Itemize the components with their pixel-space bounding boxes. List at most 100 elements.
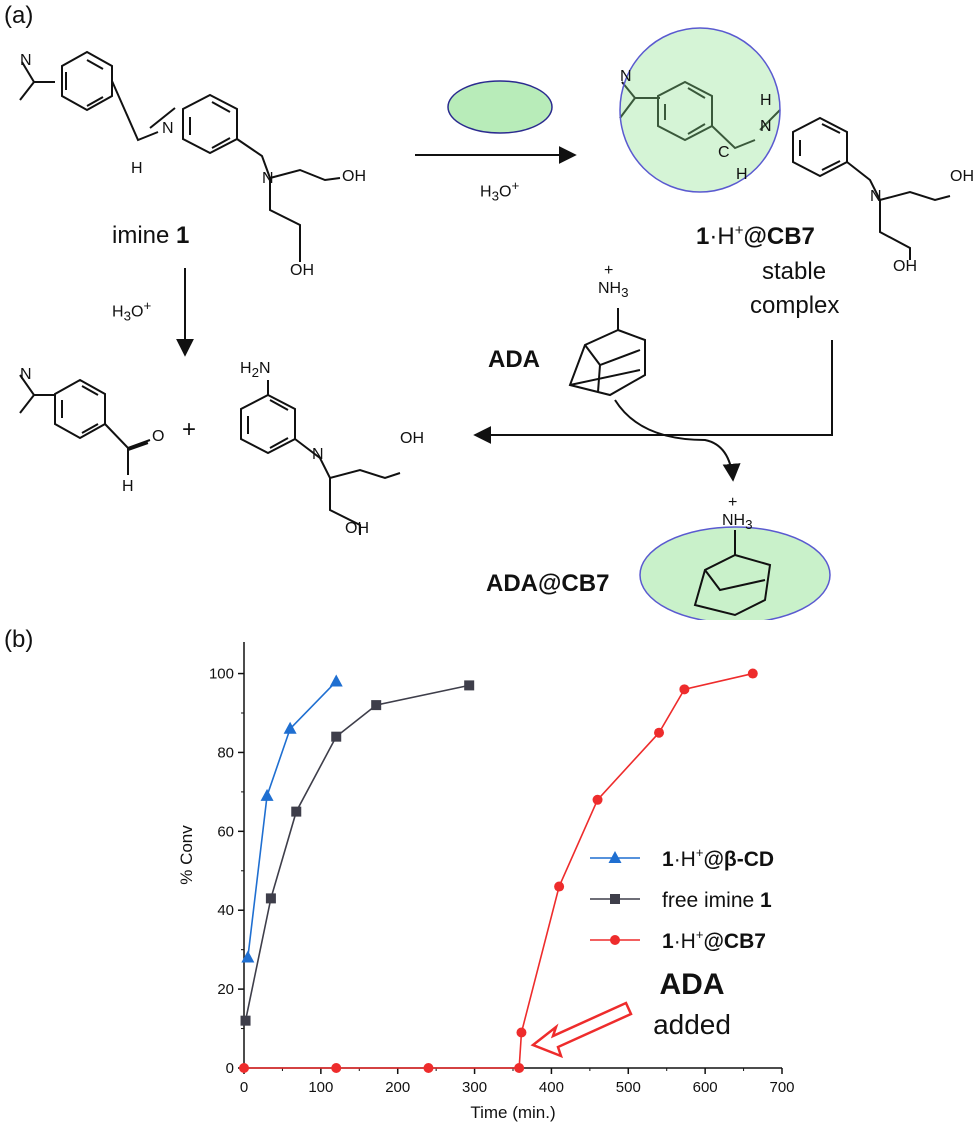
imine-h-atom: H — [131, 160, 143, 177]
data-point-2-7 — [654, 727, 665, 738]
x-tick-label: 200 — [385, 1079, 410, 1096]
legend-marker-0 — [608, 851, 622, 863]
y-tick-label: 20 — [217, 981, 234, 998]
amine-h2n: H2N — [240, 360, 271, 381]
imine-n-atom-2: N — [162, 120, 174, 137]
aldehyde-ring — [54, 378, 106, 440]
complex-label: 1·H+@CB7 — [696, 222, 815, 250]
legend-label-0: 1·H+@β-CD — [662, 845, 774, 871]
series-2 — [239, 668, 758, 1073]
imine-oh-1: OH — [342, 168, 366, 185]
data-point-0-0 — [241, 950, 255, 963]
data-point-2-5 — [554, 881, 565, 892]
complex-oh-2: OH — [893, 258, 917, 275]
data-point-2-0 — [239, 1063, 249, 1073]
reaction-scheme — [19, 27, 951, 620]
imine-n-atom-3: N — [262, 170, 274, 187]
data-point-1-4 — [371, 700, 382, 711]
y-axis-title: % Conv — [177, 825, 196, 885]
complex-ring-2 — [792, 116, 848, 178]
y-tick-label: 100 — [209, 666, 234, 683]
y-tick-label: 60 — [217, 823, 234, 840]
data-point-2-6 — [592, 794, 603, 805]
y-tick-label: 0 — [226, 1060, 234, 1077]
imine-ring-2 — [182, 93, 238, 155]
data-point-0-1 — [260, 788, 274, 801]
data-point-1-0 — [240, 1015, 251, 1026]
ada-plus: + — [604, 262, 614, 279]
data-point-1-3 — [331, 731, 342, 742]
imine-ring-1 — [61, 50, 113, 112]
y-tick-label: 80 — [217, 744, 234, 761]
x-tick-label: 400 — [539, 1079, 564, 1096]
data-point-2-2 — [423, 1063, 434, 1073]
legend-marker-2 — [610, 935, 620, 945]
down-arrow-reagent: H3O+ — [112, 298, 152, 324]
series-line-0 — [247, 680, 337, 958]
legend-label-1: free imine 1 — [662, 889, 772, 912]
complex-desc-2: complex — [750, 292, 840, 319]
ada-cb7-plus: + — [728, 494, 738, 511]
legend-marker-1 — [610, 894, 620, 904]
top-arrow-reagent: H3O+ — [480, 178, 520, 204]
ada-label: ADA — [488, 346, 540, 373]
amine-oh-1: OH — [400, 430, 424, 447]
data-point-2-8 — [679, 684, 690, 695]
x-tick-label: 300 — [462, 1079, 487, 1096]
data-point-2-9 — [747, 668, 758, 679]
amine-n-atom: N — [312, 446, 324, 463]
panel-a-label: (a) — [4, 2, 34, 29]
data-point-0-3 — [329, 674, 343, 687]
complex-c-atom: C — [718, 144, 730, 161]
complex-n-atom: N — [620, 68, 632, 85]
cb7-icon — [447, 80, 553, 134]
aldehyde-o-atom: O — [152, 428, 165, 445]
imine-label: imine 1 — [112, 222, 190, 249]
complex-h-atom: H — [736, 166, 748, 183]
chart-legend: 1·H+@β-CD free imine 1 1·H+@CB7 — [590, 845, 774, 953]
series-0 — [241, 674, 343, 963]
cb7-cage — [619, 27, 781, 193]
annotation-added: added — [653, 1009, 731, 1040]
complex-n-atom-3: N — [870, 188, 882, 205]
complex-desc-1: stable — [762, 258, 827, 285]
ada-added-arrow — [530, 1001, 633, 1059]
series-line-2 — [244, 672, 753, 1069]
x-tick-label: 600 — [693, 1079, 718, 1096]
complex-n-imine: N — [760, 118, 772, 135]
x-tick-label: 100 — [308, 1079, 333, 1096]
amine-oh-2: OH — [345, 520, 369, 537]
x-tick-label: 0 — [240, 1079, 248, 1096]
y-tick-label: 40 — [217, 902, 234, 919]
complex-ring-1 — [657, 80, 713, 142]
data-point-1-1 — [265, 893, 276, 904]
imine-oh-2: OH — [290, 262, 314, 279]
ada-nh3: NH3 — [598, 280, 629, 301]
imine-n-atom: N — [20, 52, 32, 69]
aldehyde-h-atom: H — [122, 478, 134, 495]
data-point-1-2 — [291, 806, 302, 817]
amine-ring — [240, 393, 296, 455]
complex-h-top: H — [760, 92, 772, 109]
ada-route-curve — [614, 399, 741, 482]
complex-oh-1: OH — [950, 168, 974, 185]
series-1 — [240, 680, 475, 1026]
ada-cb7-cage — [639, 526, 831, 620]
data-point-2-3 — [514, 1063, 525, 1073]
data-point-2-1 — [331, 1063, 342, 1073]
data-point-2-4 — [516, 1027, 527, 1038]
data-point-1-5 — [464, 680, 475, 691]
imine-nme2-bonds — [19, 61, 55, 101]
chart-series — [239, 668, 758, 1073]
ada-cb7-nh3: NH3 — [722, 512, 753, 533]
chart-annotation: ADA added — [530, 968, 731, 1059]
aldehyde-n-atom: N — [20, 366, 32, 383]
legend-label-2: 1·H+@CB7 — [662, 927, 766, 953]
data-point-0-2 — [283, 721, 297, 734]
panel-b-label: (b) — [4, 626, 34, 653]
complex-to-ada-route — [473, 340, 833, 444]
x-tick-label: 700 — [769, 1079, 794, 1096]
annotation-ada: ADA — [660, 968, 725, 1001]
x-axis-title: Time (min.) — [470, 1103, 555, 1122]
